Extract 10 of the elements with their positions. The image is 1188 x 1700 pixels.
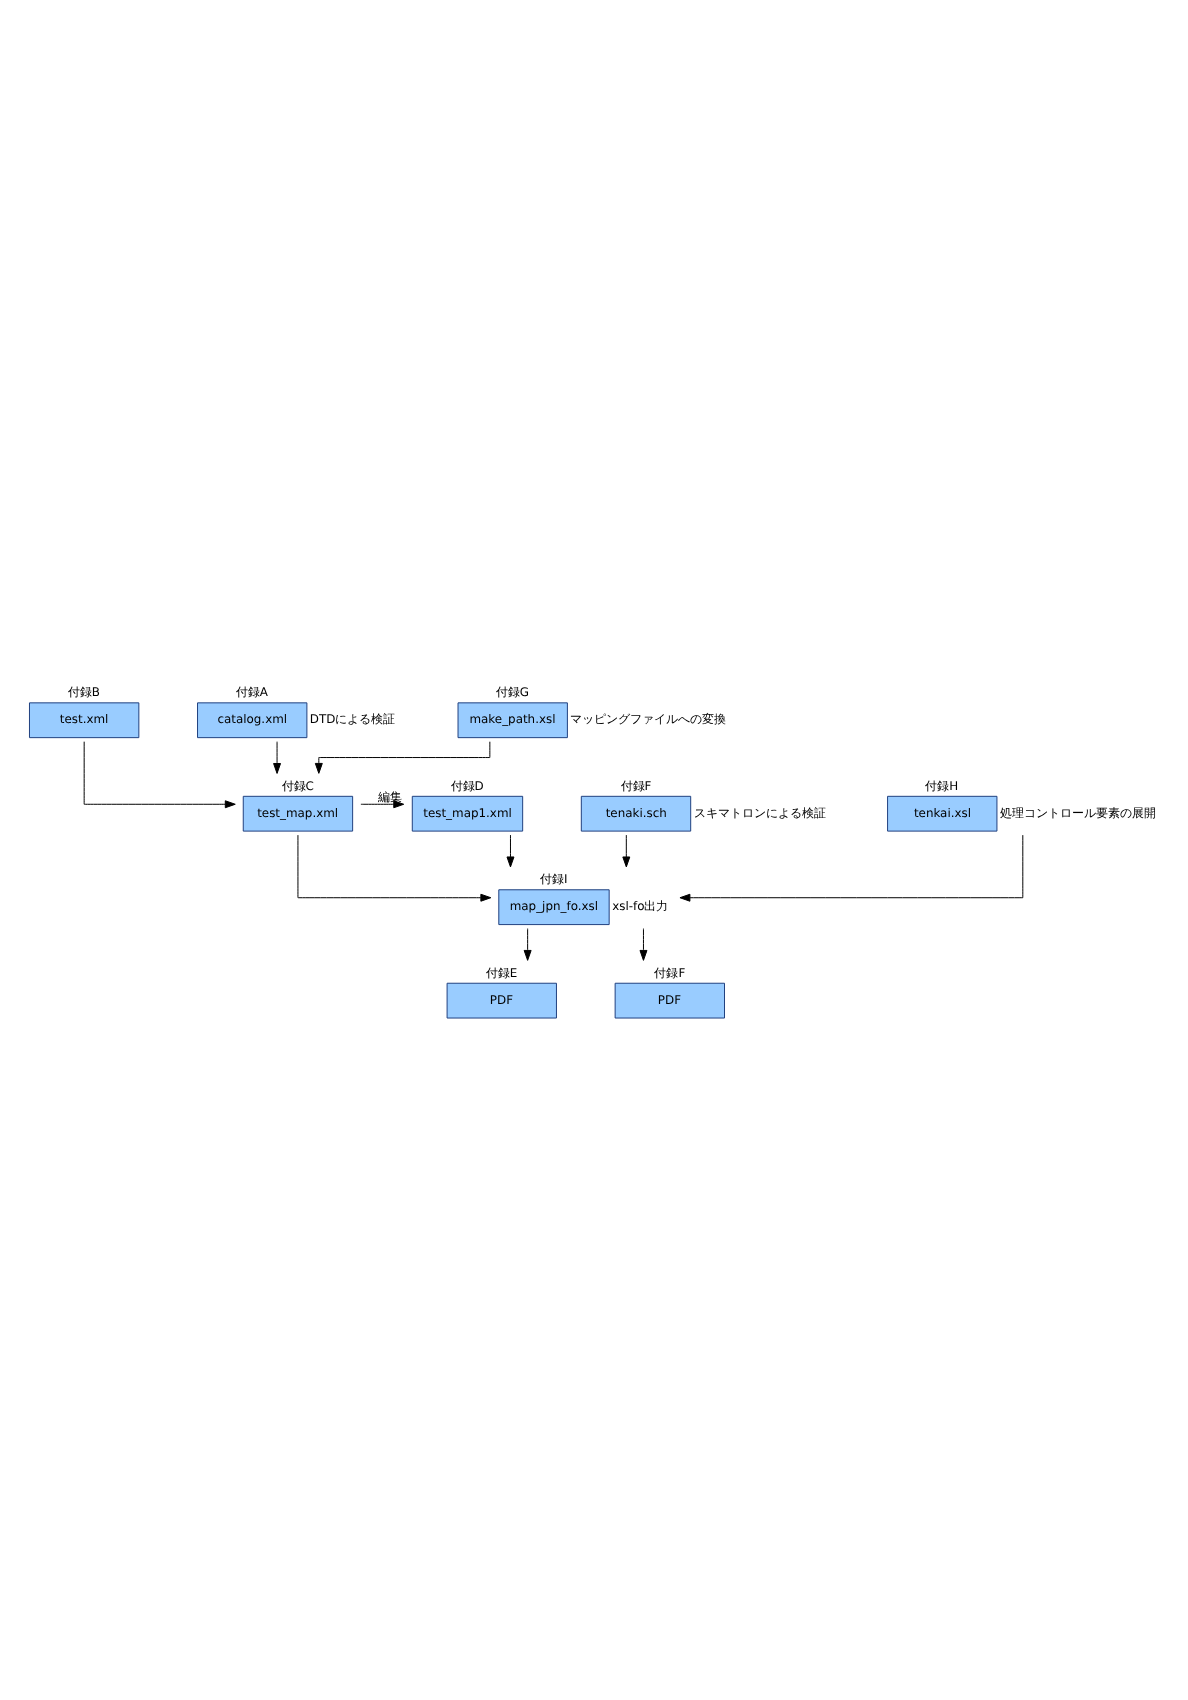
arrow	[679, 833, 1024, 901]
arrow	[622, 833, 631, 867]
arrow	[523, 927, 532, 960]
arrow	[506, 833, 515, 867]
arrow	[360, 799, 405, 808]
arrow	[314, 740, 491, 773]
arrow	[639, 927, 648, 960]
arrow	[83, 740, 236, 808]
arrow	[273, 740, 282, 773]
arrow	[297, 833, 492, 901]
